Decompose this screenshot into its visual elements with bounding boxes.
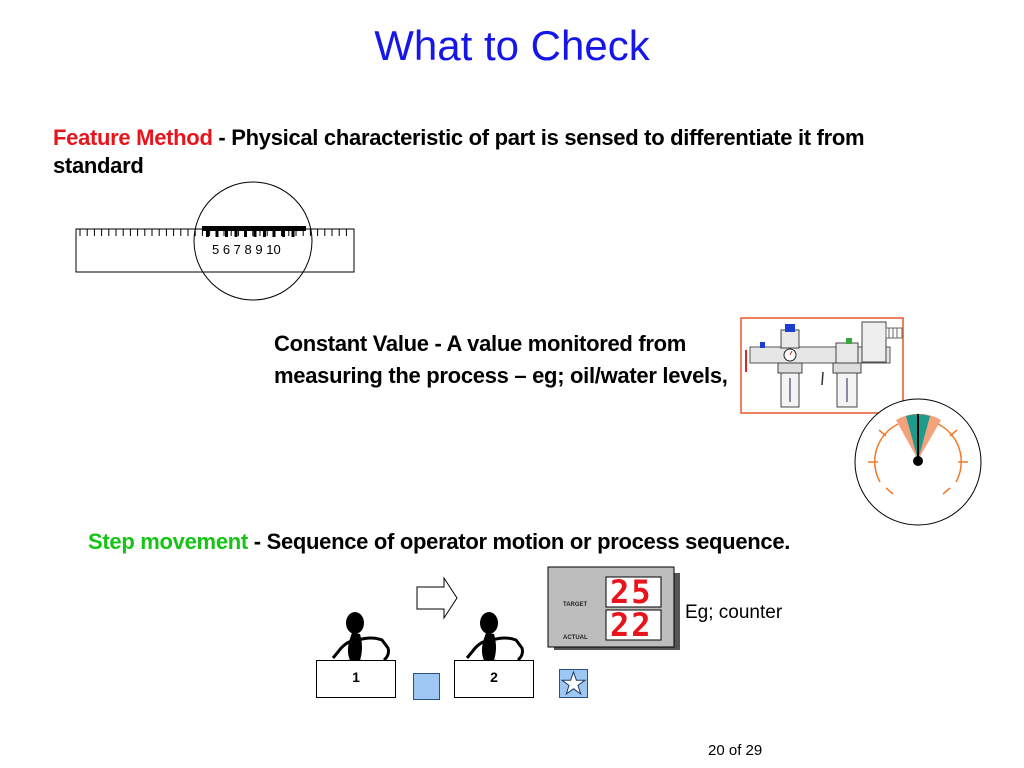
- ruler-ticks: [79, 229, 347, 236]
- part-square-blue: [413, 673, 440, 700]
- ruler-magnified-tick: [244, 229, 247, 237]
- step-movement-description: - Sequence of operator motion or process…: [247, 529, 791, 554]
- ruler-magnified-tick: [206, 229, 209, 237]
- slide-title: What to Check: [374, 22, 650, 69]
- actual-label: ACTUAL: [563, 635, 588, 641]
- feature-method-term: Feature Method: [53, 125, 213, 150]
- star-part-square: [559, 669, 588, 698]
- ruler-magnified-tick: [263, 229, 266, 237]
- magnifier-circle: [193, 181, 313, 301]
- ruler-magnified-tick: [225, 229, 228, 237]
- station-1-box: 1: [316, 660, 396, 698]
- target-label: TARGET: [563, 602, 588, 608]
- step-movement-term: Step movement: [88, 529, 248, 554]
- ruler-numbers: 5 6 7 8 9 10: [212, 242, 281, 257]
- ruler-magnified-tick: [282, 229, 285, 237]
- ruler-magnified-tick: [272, 229, 276, 237]
- ruler-magnified-tick: [291, 229, 295, 237]
- page-number: 20 of 29: [708, 742, 763, 759]
- star-icon: [560, 670, 587, 696]
- feature-method-paragraph: Feature Method - Physical characteristic…: [53, 124, 933, 180]
- station-2-box: 2: [454, 660, 534, 698]
- step-movement-paragraph: Step movement - Sequence of operator mot…: [88, 528, 968, 556]
- ruler-magnified-tick: [234, 229, 238, 237]
- actual-value: 22: [610, 606, 653, 644]
- feature-method-description: - Physical characteristic of part is sen…: [53, 125, 865, 178]
- constant-value-paragraph: Constant Value - A value monitored from …: [274, 331, 728, 388]
- target-value: 25: [610, 573, 653, 611]
- ruler-magnified-tick: [215, 229, 219, 237]
- ruler-magnified-ticks: [206, 229, 295, 237]
- ruler-magnified-bar: [202, 226, 306, 231]
- ruler-magnified-tick: [253, 229, 257, 237]
- counter-caption: Eg; counter: [685, 602, 783, 623]
